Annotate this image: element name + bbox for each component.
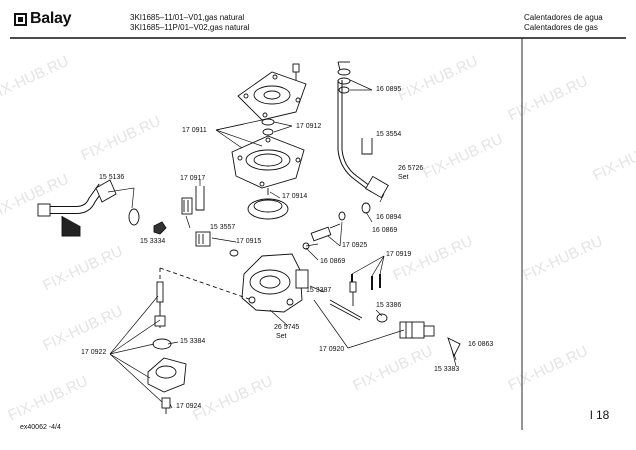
washer bbox=[229, 249, 239, 257]
part-label: 15 3557 bbox=[210, 224, 236, 231]
bottom-screw bbox=[161, 397, 171, 414]
drawing-code: ex40062 -4/4 bbox=[20, 424, 61, 431]
part-label: Set bbox=[398, 174, 409, 181]
o-ring bbox=[338, 211, 346, 221]
gas-pipe bbox=[337, 61, 389, 199]
part-label: 16 0869 bbox=[372, 227, 398, 234]
part-label: 17 0915 bbox=[236, 238, 262, 245]
part-label: 17 0924 bbox=[176, 403, 202, 410]
part-label: 16 0895 bbox=[376, 86, 402, 93]
diaphragm-disc bbox=[247, 198, 289, 220]
part-label: 16 0869 bbox=[320, 258, 346, 265]
category-line-2: Calentadores de gas bbox=[524, 23, 598, 32]
outlet-fitting bbox=[399, 321, 435, 339]
model-line-2: 3KI1685–11P/01–V02,gas natural bbox=[130, 23, 250, 32]
part-label: 16 0863 bbox=[468, 341, 494, 348]
inlet-elbow bbox=[37, 179, 117, 237]
part-label: 17 0919 bbox=[386, 251, 412, 258]
logo-mark-icon bbox=[14, 12, 27, 26]
part-label: 16 0894 bbox=[376, 214, 402, 221]
part-label: 15 3384 bbox=[180, 338, 206, 345]
diaphragm-housing bbox=[231, 135, 305, 189]
category-line-1: Calentadores de agua bbox=[524, 13, 603, 22]
spring-clip bbox=[361, 138, 373, 155]
part-label: 15 3334 bbox=[140, 238, 166, 245]
part-label: 17 0911 bbox=[182, 127, 207, 134]
part-label: 26 5745 bbox=[274, 324, 300, 331]
o-ring bbox=[361, 202, 371, 214]
logo-text: Balay bbox=[30, 10, 72, 27]
base-flange bbox=[147, 357, 187, 393]
sensor-probe bbox=[154, 281, 166, 327]
page-number: l 18 bbox=[590, 408, 610, 422]
assembly-line bbox=[159, 267, 253, 301]
part-label: 17 0922 bbox=[81, 349, 107, 356]
part-label: 17 0925 bbox=[342, 242, 368, 249]
part-label: 17 0920 bbox=[319, 346, 345, 353]
gasket bbox=[128, 208, 140, 226]
filter-cartridge bbox=[181, 197, 193, 215]
part-label: 15 3554 bbox=[376, 131, 402, 138]
washer bbox=[261, 118, 275, 126]
connector bbox=[195, 231, 211, 247]
nut bbox=[153, 221, 167, 235]
top-screw bbox=[292, 63, 300, 80]
leader-lines bbox=[107, 79, 457, 409]
top-cover-plate bbox=[237, 71, 307, 121]
part-label: 26 5726 bbox=[398, 165, 424, 172]
valve-body bbox=[241, 253, 309, 313]
part-label: 17 0912 bbox=[296, 123, 322, 130]
clip bbox=[447, 337, 461, 358]
part-label: 17 0914 bbox=[282, 193, 308, 200]
u-clip bbox=[195, 186, 205, 211]
valve-stem bbox=[310, 223, 341, 242]
part-label: 17 0917 bbox=[180, 175, 206, 182]
o-ring bbox=[376, 313, 388, 323]
brand-logo: Balay bbox=[14, 10, 72, 28]
part-label: Set bbox=[276, 333, 287, 340]
part-label: 15 5136 bbox=[99, 174, 125, 181]
o-ring bbox=[302, 242, 310, 250]
part-label: 15 3386 bbox=[376, 302, 402, 309]
needle-valve bbox=[329, 281, 363, 321]
part-label: 15 3387 bbox=[306, 287, 332, 294]
part-label: 15 3383 bbox=[434, 366, 460, 373]
model-line-1: 3KI1685–11/01–V01,gas natural bbox=[130, 13, 245, 22]
washer bbox=[262, 128, 274, 136]
